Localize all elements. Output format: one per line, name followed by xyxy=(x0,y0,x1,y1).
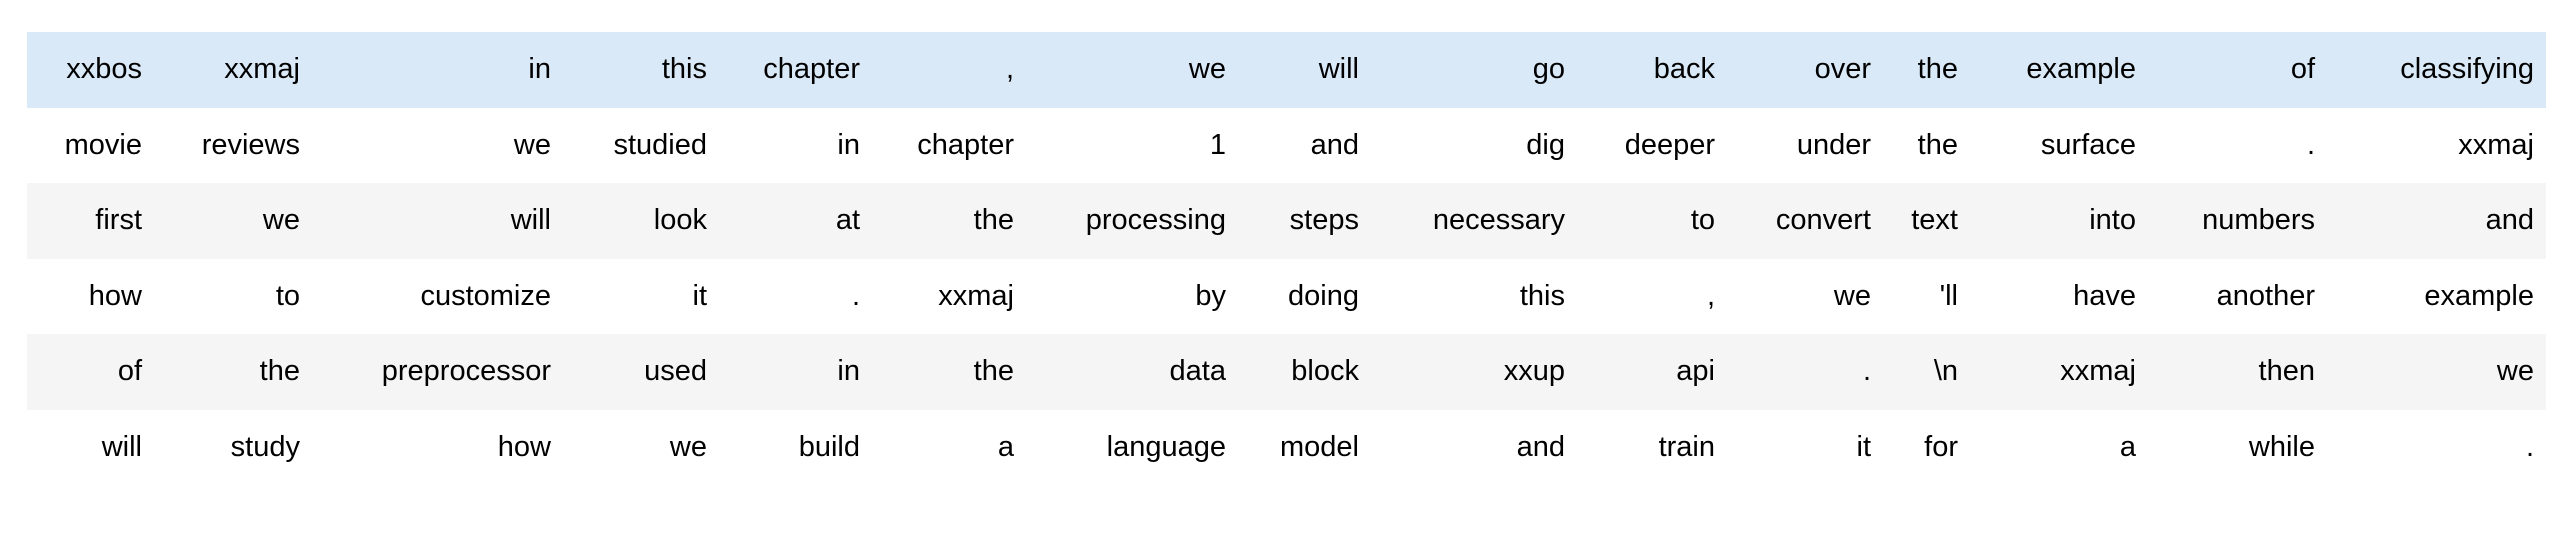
token-cell: we xyxy=(1188,53,1226,86)
token-row: how to customize it. xxmaj by doing this, we 'll h… xyxy=(27,258,2546,334)
token-cell: , xyxy=(1005,53,1014,86)
token-cell: block xyxy=(1291,355,1359,388)
token-cell: first xyxy=(95,204,142,237)
token-cell: then xyxy=(2258,355,2315,388)
token-cell: xxup xyxy=(1503,355,1565,388)
token-cell: api xyxy=(1676,355,1715,388)
token-cell: we xyxy=(513,128,551,161)
token-cell: . xyxy=(2525,430,2534,463)
token-cell: , xyxy=(1706,279,1715,312)
token-cell: and xyxy=(1516,430,1565,463)
token-cell: . xyxy=(1862,355,1871,388)
token-cell: the xyxy=(1917,128,1958,161)
token-cell: xxmaj xyxy=(2060,355,2136,388)
token-cell: the xyxy=(973,204,1014,237)
token-cell: the xyxy=(973,355,1014,388)
token-cell: for xyxy=(1924,430,1958,463)
token-cell: data xyxy=(1169,355,1226,388)
token-cell: go xyxy=(1532,53,1565,86)
token-cell: and xyxy=(1310,128,1359,161)
token-cell: we xyxy=(262,204,300,237)
token-cell: it xyxy=(692,279,708,312)
token-cell: chapter xyxy=(917,128,1014,161)
token-cell: to xyxy=(1690,204,1715,237)
token-cell: movie xyxy=(64,128,142,161)
token-cell: . xyxy=(851,279,860,312)
token-cell: we xyxy=(1833,279,1871,312)
token-cell: a xyxy=(997,430,1014,463)
token-cell: numbers xyxy=(2202,204,2315,237)
token-cell: dig xyxy=(1526,128,1565,161)
token-cell: preprocessor xyxy=(381,355,551,388)
token-cell: example xyxy=(2026,53,2136,86)
token-cell: studied xyxy=(613,128,707,161)
token-cell: it xyxy=(1856,430,1872,463)
token-row: xxbos xxmaj in this chapter, we will go back over… xyxy=(27,32,2546,108)
token-cell: deeper xyxy=(1624,128,1715,161)
token-cell: while xyxy=(2248,430,2315,463)
token-cell: xxmaj xyxy=(224,53,300,86)
token-cell: of xyxy=(117,355,142,388)
token-cell: text xyxy=(1911,204,1958,237)
token-cell: look xyxy=(653,204,707,237)
token-cell: in xyxy=(837,128,860,161)
token-cell: customize xyxy=(420,279,551,312)
token-cell: another xyxy=(2216,279,2315,312)
token-cell: how xyxy=(88,279,142,312)
token-row: of the preprocessor used in the data block xxup a… xyxy=(27,334,2546,410)
token-row: first we will look at the processing steps neces… xyxy=(27,183,2546,259)
token-cell: chapter xyxy=(763,53,860,86)
token-cell: convert xyxy=(1775,204,1871,237)
token-cell: 1 xyxy=(1209,128,1226,161)
token-cell: model xyxy=(1280,430,1359,463)
token-cell: of xyxy=(2290,53,2315,86)
token-cell: language xyxy=(1106,430,1226,463)
token-cell: necessary xyxy=(1432,204,1565,237)
token-cell: example xyxy=(2424,279,2534,312)
token-cell: 'll xyxy=(1939,279,1958,312)
token-cell: reviews xyxy=(201,128,300,161)
token-table-body: xxbos xxmaj in this chapter, we will go back over… xyxy=(27,32,2546,485)
token-cell: xxmaj xyxy=(938,279,1014,312)
token-cell: we xyxy=(2496,355,2534,388)
token-cell: to xyxy=(275,279,300,312)
token-cell: over xyxy=(1814,53,1871,86)
token-cell: classifying xyxy=(2400,53,2534,86)
token-cell: will xyxy=(510,204,551,237)
token-row: will study how we build a language model and trai… xyxy=(27,409,2546,485)
token-cell: used xyxy=(644,355,707,388)
token-cell: will xyxy=(1318,53,1359,86)
token-cell: have xyxy=(2073,279,2136,312)
token-cell: doing xyxy=(1288,279,1359,312)
token-cell: surface xyxy=(2040,128,2136,161)
token-cell: xxbos xyxy=(66,53,142,86)
token-cell: will xyxy=(101,430,142,463)
token-cell: this xyxy=(661,53,707,86)
token-cell: in xyxy=(837,355,860,388)
token-row: movie reviews we studied in chapter 1 and dig dee… xyxy=(27,107,2546,183)
token-cell: processing xyxy=(1085,204,1226,237)
token-cell: into xyxy=(2089,204,2136,237)
token-cell: . xyxy=(2306,128,2315,161)
token-cell: build xyxy=(798,430,860,463)
token-cell: in xyxy=(528,53,551,86)
token-cell: at xyxy=(835,204,860,237)
token-cell: steps xyxy=(1289,204,1359,237)
token-cell: back xyxy=(1653,53,1715,86)
token-cell: by xyxy=(1195,279,1226,312)
token-cell: how xyxy=(497,430,551,463)
token-cell: under xyxy=(1796,128,1871,161)
token-cell: the xyxy=(259,355,300,388)
token-cell: the xyxy=(1917,53,1958,86)
token-cell: xxmaj xyxy=(2458,128,2534,161)
token-cell: train xyxy=(1658,430,1715,463)
token-cell: \n xyxy=(1933,355,1958,388)
token-cell: a xyxy=(2119,430,2136,463)
token-cell: this xyxy=(1519,279,1565,312)
token-cell: study xyxy=(230,430,300,463)
token-cell: we xyxy=(669,430,707,463)
token-table: xxbos xxmaj in this chapter, we will go back over… xyxy=(27,32,2546,485)
token-cell: and xyxy=(2485,204,2534,237)
